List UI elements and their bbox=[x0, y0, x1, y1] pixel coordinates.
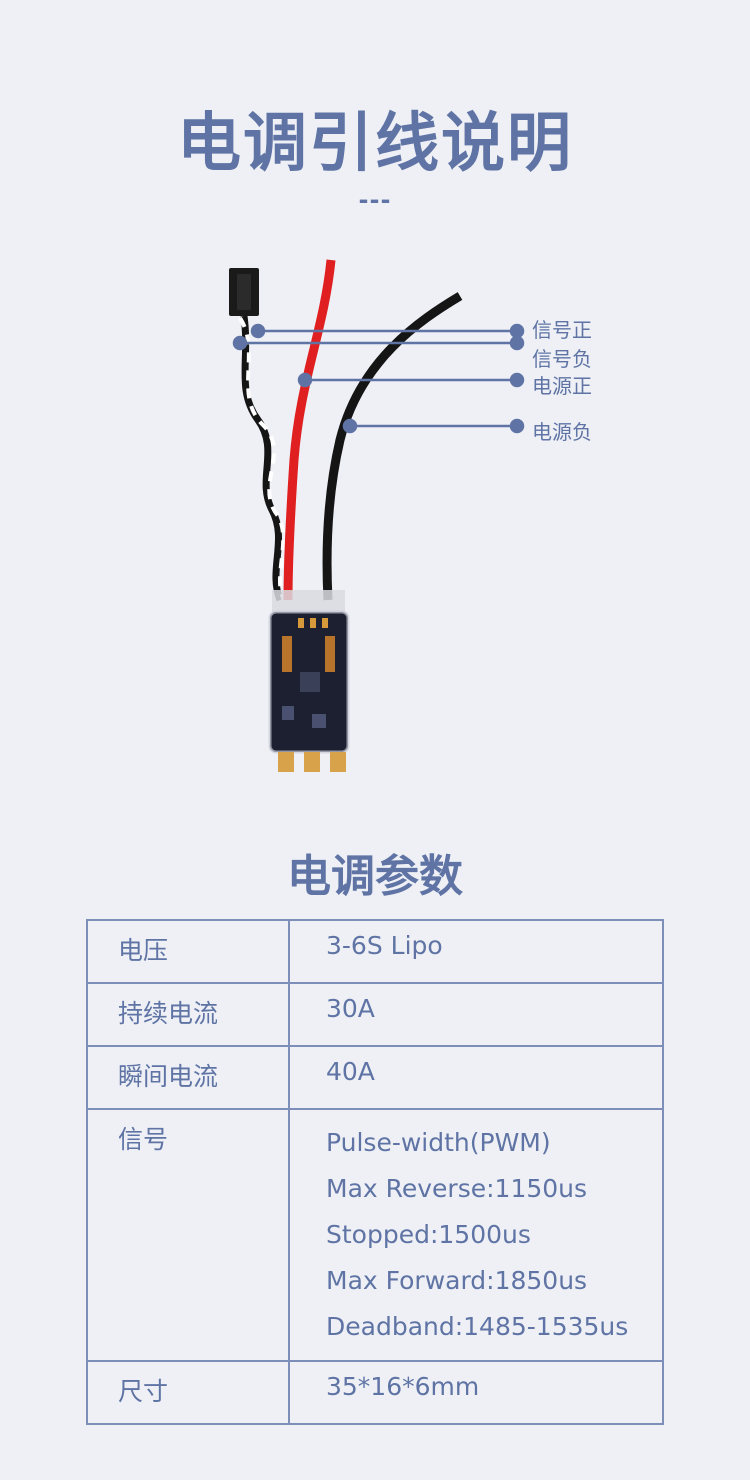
callout-power-negative: 电源负 bbox=[532, 420, 592, 444]
param-key: 持续电流 bbox=[86, 982, 290, 1047]
power-negative-wire bbox=[322, 292, 463, 601]
param-key: 瞬间电流 bbox=[86, 1045, 290, 1110]
table-row: 信号 Pulse-width(PWM) Max Reverse:1150us S… bbox=[86, 1108, 664, 1362]
table-row: 电压 3-6S Lipo bbox=[86, 919, 664, 984]
esc-wiring-diagram: 信号正 信号负 电源正 电源负 bbox=[0, 240, 750, 800]
params-title: 电调参数 bbox=[287, 851, 463, 902]
esc-illustration bbox=[229, 259, 525, 772]
signal-spec-line: Max Forward:1850us bbox=[326, 1266, 588, 1295]
param-value: 40A bbox=[288, 1045, 664, 1110]
table-row: 尺寸 35*16*6mm bbox=[86, 1360, 664, 1425]
param-key: 电压 bbox=[86, 919, 290, 984]
param-value: 3-6S Lipo bbox=[288, 919, 664, 984]
signal-wire bbox=[240, 315, 284, 602]
signal-spec-line: Deadband:1485-1535us bbox=[326, 1312, 629, 1341]
signal-spec-line: Max Reverse:1150us bbox=[326, 1174, 588, 1203]
param-value: 30A bbox=[288, 982, 664, 1047]
param-key: 尺寸 bbox=[86, 1360, 290, 1425]
power-positive-wire bbox=[283, 259, 336, 601]
table-row: 持续电流 30A bbox=[86, 982, 664, 1047]
table-row: 瞬间电流 40A bbox=[86, 1045, 664, 1110]
signal-spec-line: Stopped:1500us bbox=[326, 1220, 531, 1249]
param-value: 35*16*6mm bbox=[288, 1360, 664, 1425]
param-value-list: Pulse-width(PWM) Max Reverse:1150us Stop… bbox=[288, 1108, 664, 1362]
callout-power-positive: 电源正 bbox=[532, 374, 592, 398]
title-separator: --- bbox=[358, 186, 392, 214]
param-key: 信号 bbox=[86, 1108, 290, 1362]
params-table: 电压 3-6S Lipo 持续电流 30A 瞬间电流 40A 信号 Pulse-… bbox=[86, 919, 664, 1425]
page-title: 电调引线说明 bbox=[177, 107, 573, 181]
callout-signal-positive: 信号正 bbox=[532, 318, 592, 342]
signal-spec-line: Pulse-width(PWM) bbox=[326, 1128, 551, 1157]
callout-signal-negative: 信号负 bbox=[532, 347, 592, 371]
